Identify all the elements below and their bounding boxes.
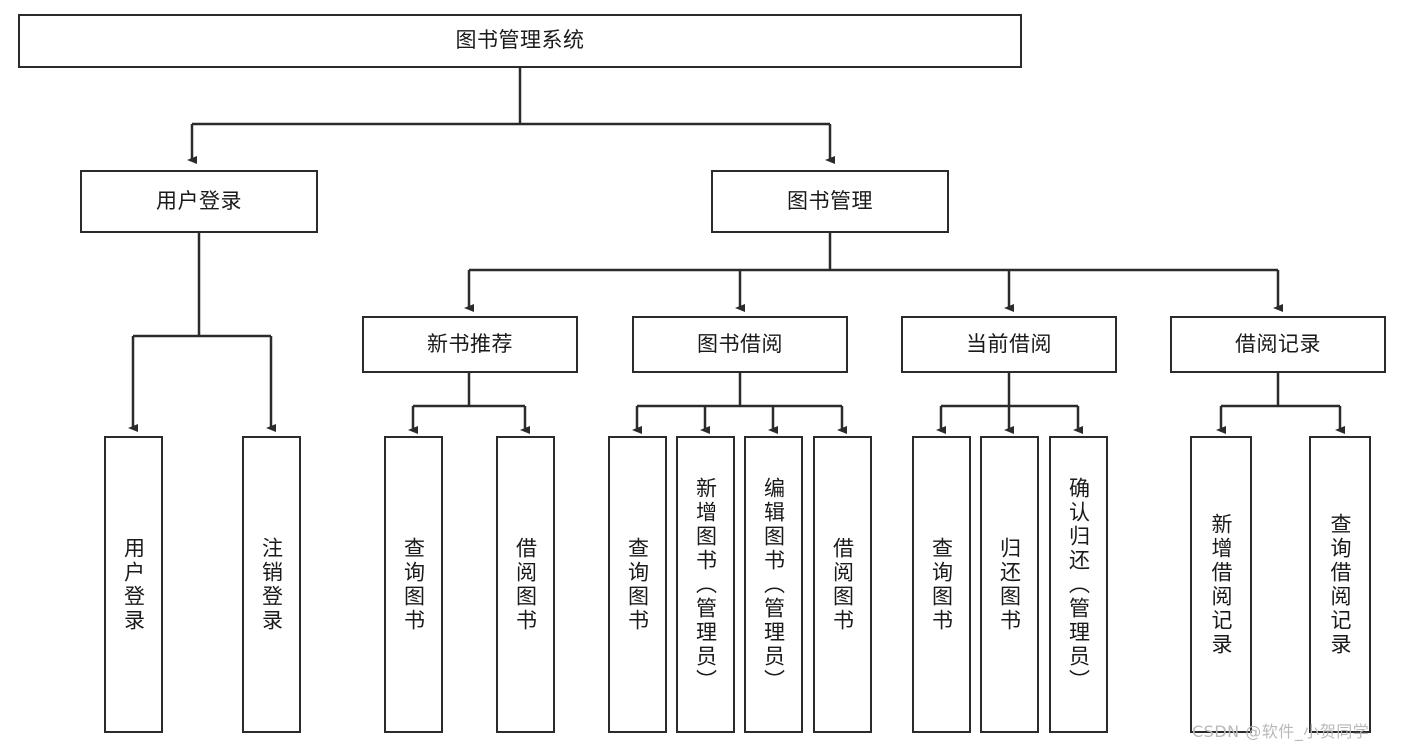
leaf-user-login-logout[interactable]: 注销登录 <box>242 436 301 733</box>
node-new-book-recommend-label: 新书推荐 <box>427 331 513 356</box>
node-borrow-record[interactable]: 借阅记录 <box>1170 316 1386 373</box>
node-new-book-recommend[interactable]: 新书推荐 <box>362 316 578 373</box>
leaf-current-borrow-return-book[interactable]: 归还图书 <box>980 436 1039 733</box>
node-book-manage[interactable]: 图书管理 <box>711 170 949 233</box>
leaf-label: 新增图书（管理员） <box>693 476 718 693</box>
leaf-new-book-borrow-book[interactable]: 借阅图书 <box>496 436 555 733</box>
node-root-system[interactable]: 图书管理系统 <box>18 14 1022 68</box>
leaf-label: 注销登录 <box>259 536 284 633</box>
node-borrow-record-label: 借阅记录 <box>1235 331 1321 356</box>
leaf-label: 编辑图书（管理员） <box>761 476 786 693</box>
leaf-label: 查询图书 <box>401 536 426 633</box>
leaf-book-borrow-borrow-book[interactable]: 借阅图书 <box>813 436 872 733</box>
csdn-watermark: CSDN @软件_小贺同学 <box>1192 718 1369 742</box>
leaf-borrow-record-add-record[interactable]: 新增借阅记录 <box>1190 436 1252 733</box>
node-user-login-label: 用户登录 <box>156 188 242 213</box>
leaf-book-borrow-query-book[interactable]: 查询图书 <box>608 436 667 733</box>
node-user-login[interactable]: 用户登录 <box>80 170 318 233</box>
node-root-label: 图书管理系统 <box>455 28 585 53</box>
leaf-book-borrow-add-book[interactable]: 新增图书（管理员） <box>676 436 735 733</box>
leaf-label: 查询借阅记录 <box>1328 512 1353 657</box>
watermark-text: CSDN @软件_小贺同学 <box>1192 722 1370 741</box>
leaf-book-borrow-edit-book[interactable]: 编辑图书（管理员） <box>744 436 803 733</box>
leaf-label: 归还图书 <box>997 536 1022 633</box>
leaf-label: 借阅图书 <box>513 536 538 633</box>
node-current-borrow-label: 当前借阅 <box>966 331 1052 356</box>
node-book-borrow-label: 图书借阅 <box>697 331 783 356</box>
node-book-manage-label: 图书管理 <box>787 188 873 213</box>
leaf-label: 查询图书 <box>929 536 954 633</box>
leaf-label: 查询图书 <box>625 536 650 633</box>
leaf-label: 用户登录 <box>121 536 146 633</box>
leaf-label: 新增借阅记录 <box>1209 512 1234 657</box>
leaf-label: 确认归还（管理员） <box>1066 476 1091 693</box>
leaf-user-login-login[interactable]: 用户登录 <box>104 436 163 733</box>
leaf-label: 借阅图书 <box>830 536 855 633</box>
leaf-current-borrow-query-book[interactable]: 查询图书 <box>912 436 971 733</box>
leaf-current-borrow-confirm-return[interactable]: 确认归还（管理员） <box>1049 436 1108 733</box>
node-book-borrow[interactable]: 图书借阅 <box>632 316 848 373</box>
leaf-new-book-query-book[interactable]: 查询图书 <box>384 436 443 733</box>
node-current-borrow[interactable]: 当前借阅 <box>901 316 1117 373</box>
leaf-borrow-record-query-record[interactable]: 查询借阅记录 <box>1309 436 1371 733</box>
